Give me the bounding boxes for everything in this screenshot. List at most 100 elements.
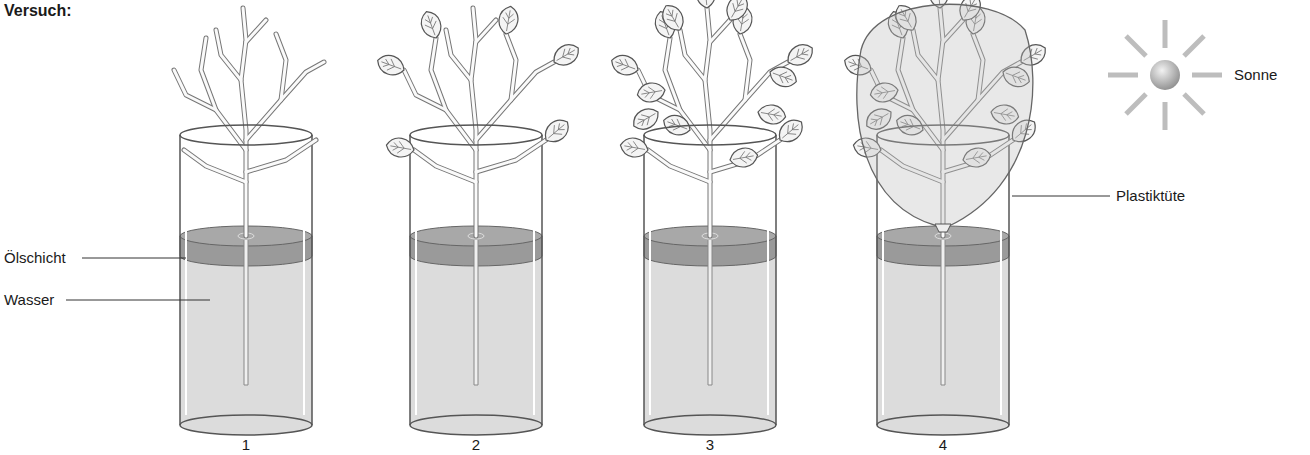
part-label: Wasser (4, 291, 54, 309)
branch (414, 150, 476, 182)
glass-group (174, 0, 1050, 435)
branch (246, 20, 266, 42)
leaf-vein (771, 67, 795, 85)
branch-outline (246, 20, 266, 42)
leaf (540, 115, 574, 147)
leaf (722, 0, 752, 25)
leaf-blade (619, 136, 650, 159)
twig (841, 0, 1049, 236)
leaf-vein (501, 9, 516, 32)
glass-wall (179, 135, 181, 425)
leaf-blade (767, 63, 800, 90)
branch (431, 38, 476, 150)
leaf-blade (497, 5, 520, 36)
leaf (658, 1, 688, 35)
leaf-blade (636, 81, 667, 104)
branch (680, 30, 705, 80)
leaf-vein (732, 150, 755, 165)
stem (708, 240, 712, 385)
glass-rim (180, 125, 312, 145)
callout-number: 3 (706, 436, 714, 454)
sun-label: Sonne (1234, 66, 1277, 84)
leaf-vein (623, 140, 646, 155)
leaf-blade (695, 0, 716, 9)
leaf-blade (722, 0, 752, 25)
glass-bottom (644, 415, 776, 435)
glass-glint (1000, 150, 1002, 415)
glass-glint (533, 150, 535, 415)
branch (201, 38, 246, 150)
branch-outline (476, 20, 496, 42)
branch-outline (710, 20, 730, 42)
twig (174, 8, 324, 236)
leaf-blade (418, 8, 445, 41)
stem (941, 240, 945, 385)
glass-glint (415, 150, 417, 415)
leaf (783, 40, 817, 70)
leaf (695, 0, 716, 9)
branch (216, 30, 241, 80)
leaf-blade (374, 52, 407, 79)
leaf-blade (549, 40, 583, 70)
part-label: Plastiktüte (1116, 187, 1185, 205)
leader-lines (66, 196, 1110, 300)
glass-glint (649, 150, 651, 415)
glass-glint (303, 150, 305, 415)
branch (506, 34, 516, 100)
leaf-vein (640, 85, 663, 100)
leaf-vein (422, 13, 440, 37)
leaf (619, 136, 650, 159)
branch-outline (276, 34, 286, 100)
sun-symbol (1108, 20, 1222, 130)
leaf (418, 8, 445, 41)
glass-setup (608, 0, 816, 435)
glass-wall (409, 135, 411, 425)
stem (474, 240, 478, 385)
glass-rim (410, 125, 542, 145)
leaf-blade (608, 52, 641, 79)
twig (374, 5, 582, 236)
glass-bottom (877, 415, 1009, 435)
leaf-vein (760, 107, 783, 122)
leaf (608, 52, 641, 79)
branch-outline (506, 34, 516, 100)
branch-outline (680, 30, 705, 80)
leaf (767, 63, 800, 90)
branch (648, 150, 710, 182)
leaf-vein (554, 45, 578, 66)
branch-outline (184, 150, 246, 182)
twig (608, 0, 816, 236)
leaf-blade (385, 136, 416, 159)
glass-setup (374, 5, 582, 435)
bag-tie (935, 224, 951, 232)
glass-bottom (180, 415, 312, 435)
branch (476, 20, 496, 42)
branch-outline (446, 30, 471, 80)
callout-number: 1 (242, 436, 250, 454)
leaf-vein (389, 140, 412, 155)
leaf-blade (728, 146, 759, 169)
branch-outline (216, 30, 241, 80)
leaf-vein (699, 0, 713, 6)
glass-setup (841, 0, 1049, 435)
branch (276, 34, 286, 100)
glass-bottom (410, 415, 542, 435)
leaf-vein (778, 120, 802, 143)
leaf-vein (663, 6, 684, 30)
leaf-blade (658, 1, 688, 35)
leaf-blade (756, 103, 787, 126)
glass-glint (767, 150, 769, 415)
glass-wall (775, 135, 777, 425)
part-label: Ölschicht (4, 249, 66, 267)
leaf (728, 146, 759, 169)
callout-number: 4 (939, 436, 947, 454)
leaf (636, 81, 667, 104)
branch (404, 70, 446, 110)
glass-wall (311, 135, 313, 425)
glass-glint (185, 150, 187, 415)
glass-rim (644, 125, 776, 145)
title: Versuch: (4, 2, 72, 20)
leaf (549, 40, 583, 70)
callout-number: 2 (472, 436, 480, 454)
